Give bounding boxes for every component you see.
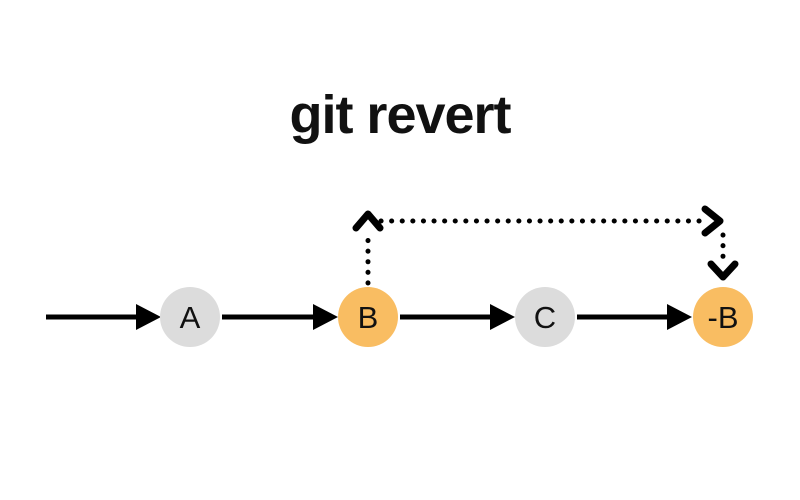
edge-c-negb	[577, 304, 692, 330]
commit-node-negb-label: -B	[708, 300, 739, 335]
edge-a-b	[222, 304, 338, 330]
revert-arrow-across	[378, 205, 724, 237]
commit-node-a-label: A	[180, 300, 201, 335]
revert-arrow-down	[707, 232, 739, 281]
commit-node-a: A	[160, 287, 220, 347]
edge-start-a	[46, 304, 161, 330]
commit-node-negb-circle	[693, 287, 753, 347]
commit-node-b-label: B	[358, 300, 379, 335]
edge-b-c	[400, 304, 515, 330]
diagram-title: git revert	[289, 85, 511, 145]
commit-node-b-circle	[338, 287, 398, 347]
commit-node-negb: -B	[693, 287, 753, 347]
commit-node-c-label: C	[534, 300, 556, 335]
revert-arrow-up	[352, 210, 384, 286]
commit-node-a-circle	[160, 287, 220, 347]
commit-node-b: B	[338, 287, 398, 347]
commit-node-c-circle	[515, 287, 575, 347]
commit-node-c: C	[515, 287, 575, 347]
